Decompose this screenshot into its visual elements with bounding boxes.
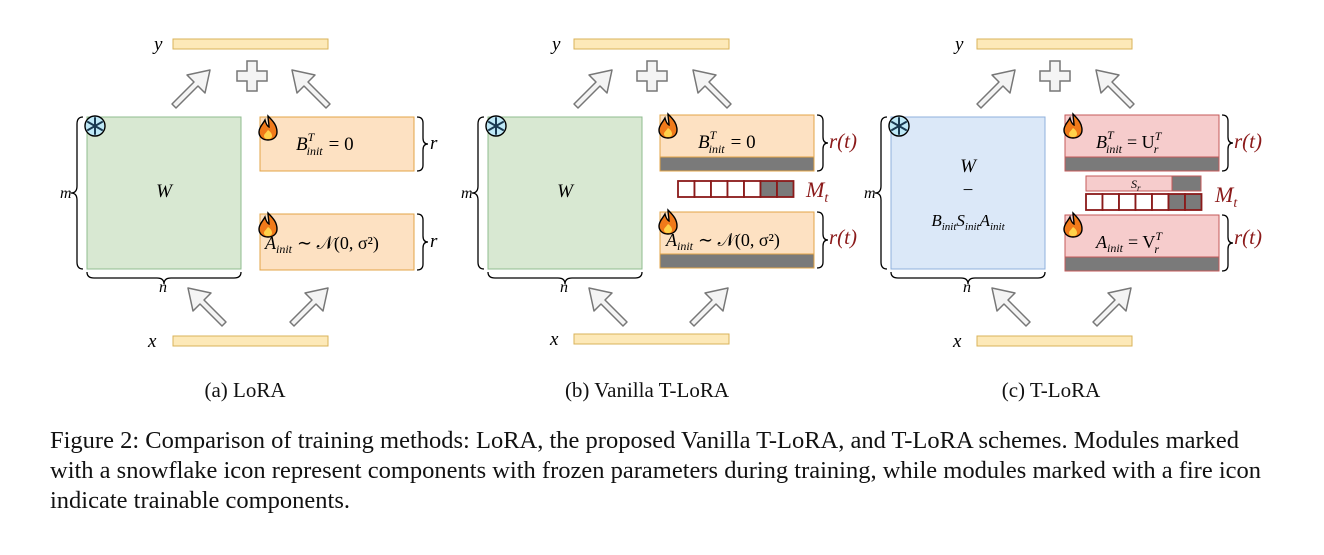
input-bar: [573, 333, 730, 345]
rank-label: r(t): [1234, 129, 1262, 153]
arrow-icon: [588, 287, 628, 327]
minus-sign: −: [963, 180, 974, 201]
rank-label: r(t): [829, 225, 857, 249]
frozen-weight-block: [487, 116, 643, 270]
rank-label: r(t): [829, 129, 857, 153]
w-label: W: [557, 181, 575, 202]
y-label: y: [152, 34, 163, 55]
masked-rows: [1064, 256, 1220, 272]
n-label: n: [560, 279, 568, 296]
residual-formula: BinitSinitAinit: [931, 211, 1005, 233]
n-label: n: [159, 279, 167, 296]
mask-label: Mt: [805, 177, 829, 206]
singular-values-vector: [1085, 175, 1173, 192]
arrow-icon: [689, 287, 729, 327]
rank-label: r: [430, 133, 438, 154]
arrow-icon: [976, 69, 1016, 109]
input-bar: [976, 335, 1133, 347]
frozen-weight-block: [890, 116, 1046, 270]
rank-label: r: [430, 231, 438, 252]
adapter-a-block: [659, 211, 815, 255]
adapter-b-block: [259, 116, 415, 172]
figure-caption: Figure 2: Comparison of training methods…: [50, 427, 1262, 514]
y-label: y: [550, 34, 561, 55]
m-label: m: [461, 185, 473, 202]
w-label: W: [960, 156, 978, 177]
plus-icon: [636, 60, 668, 92]
masked-singular-values: [1171, 175, 1202, 192]
masked-rows: [659, 253, 815, 269]
x-label: x: [549, 329, 559, 350]
masked-rows: [1064, 156, 1220, 172]
plus-icon: [1039, 60, 1071, 92]
x-label: x: [952, 331, 962, 352]
frozen-weight-block: [86, 116, 242, 270]
arrow-icon: [991, 287, 1031, 327]
adapter-a-block: [1064, 214, 1220, 258]
arrow-icon: [573, 69, 613, 109]
arrow-icon: [187, 287, 227, 327]
snowflake-icon: [84, 115, 106, 137]
rank-label: r(t): [1234, 225, 1262, 249]
a-formula: Ainit∼ 𝒩(0, σ²): [665, 230, 780, 253]
n-label: n: [963, 279, 971, 296]
a-formula: Ainit∼ 𝒩(0, σ²): [264, 233, 379, 256]
subcaption-a: (a) LoRA: [204, 378, 286, 402]
output-bar: [976, 38, 1133, 50]
snowflake-icon: [485, 115, 507, 137]
plus-icon: [236, 60, 268, 92]
arrow-icon: [289, 287, 329, 327]
w-label: W: [156, 181, 174, 202]
m-label: m: [864, 185, 876, 202]
adapter-b-block: [659, 114, 815, 158]
arrow-icon: [171, 69, 211, 109]
arrow-icon: [291, 69, 331, 109]
masked-rows: [659, 156, 815, 172]
mask-vector: [1085, 193, 1203, 211]
subcaption-c: (c) T-LoRA: [1001, 378, 1101, 402]
x-label: x: [147, 331, 157, 352]
adapter-b-block: [1064, 114, 1220, 158]
adapter-a-block: [259, 213, 415, 271]
arrow-icon: [692, 69, 732, 109]
mask-label: Mt: [1214, 182, 1238, 211]
mask-vector: [677, 180, 795, 198]
m-label: m: [60, 185, 72, 202]
snowflake-icon: [888, 115, 910, 137]
input-bar: [172, 335, 329, 347]
arrow-icon: [1092, 287, 1132, 327]
s-label: Sr: [1131, 177, 1141, 193]
subcaption-b: (b) Vanilla T-LoRA: [564, 378, 730, 402]
y-label: y: [953, 34, 964, 55]
output-bar: [573, 38, 730, 50]
arrow-icon: [1095, 69, 1135, 109]
output-bar: [172, 38, 329, 50]
